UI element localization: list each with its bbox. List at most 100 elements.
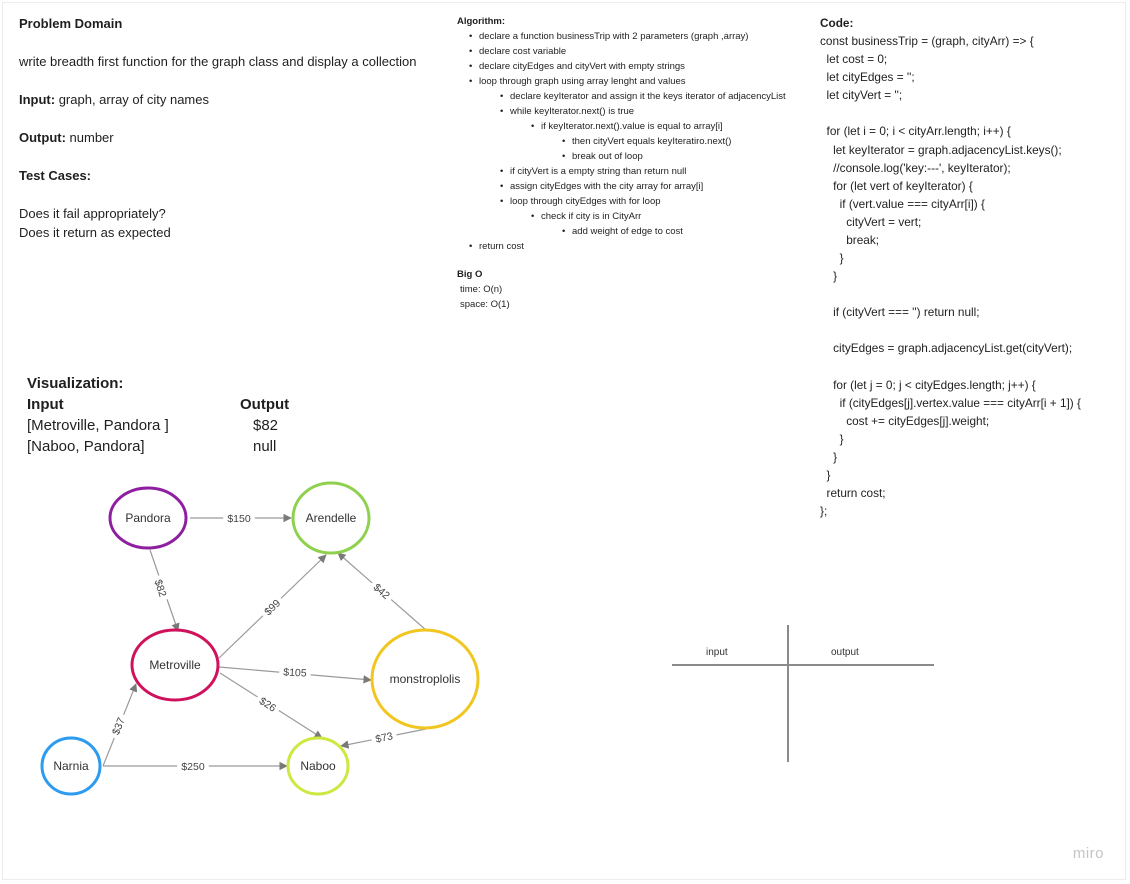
output-line: Output: number: [19, 128, 419, 147]
algorithm-list: declare a function businessTrip with 2 p…: [457, 29, 807, 254]
algorithm-step-text: check if city is in CityArr: [541, 211, 642, 222]
visualization-output: $82: [253, 417, 279, 434]
visualization-header-row: Input Output: [27, 394, 327, 415]
algorithm-step: while keyIterator.next() is true if keyI…: [500, 104, 807, 164]
code-line: }: [820, 467, 831, 482]
algorithm-step: break out of loop: [562, 149, 807, 164]
problem-domain-panel: Problem Domain write breadth first funct…: [19, 14, 419, 242]
code-line: [820, 285, 1120, 303]
visualization-title: Visualization:: [27, 375, 124, 392]
algorithm-step: declare keyIterator and assign it the ke…: [500, 89, 807, 104]
input-header: Input: [27, 396, 64, 413]
visualization-input: [Naboo, Pandora]: [27, 438, 145, 455]
graph-node-label: Metroville: [149, 658, 201, 672]
graph-edge-label-group: $150: [223, 511, 255, 525]
code-line: if (vert.value === cityArr[i]) {: [820, 196, 985, 211]
visualization-panel: Visualization: Input Output [Metroville,…: [27, 373, 327, 457]
graph-edge-label-group: $250: [177, 759, 209, 773]
algorithm-step: return cost: [469, 239, 807, 254]
problem-description: write breadth first function for the gra…: [19, 54, 417, 69]
big-o-time: time: O(n): [460, 284, 503, 295]
graph-node-naboo: [286, 736, 350, 796]
algorithm-step: declare cost variable: [469, 44, 807, 59]
algorithm-sublist: check if city is in CityArr add weight o…: [510, 209, 807, 239]
code-line: //console.log('key:---', keyIterator);: [820, 160, 1011, 175]
visualization-output: null: [253, 438, 277, 455]
output-value: number: [65, 130, 114, 145]
algorithm-step: declare cityEdges and cityVert with empt…: [469, 59, 807, 74]
input-value: graph, array of city names: [55, 92, 209, 107]
graph-node-narnia: [40, 736, 102, 796]
code-line: }: [820, 269, 838, 284]
algorithm-title: Algorithm:: [457, 16, 506, 27]
graph-node-pandora: [108, 486, 188, 550]
algorithm-sublist: if keyIterator.next().value is equal to …: [510, 119, 807, 164]
visualization-input: [Metroville, Pandora ]: [27, 417, 169, 434]
test-case: Does it fail appropriately?: [19, 206, 166, 221]
graph-node-arendelle: [291, 481, 371, 555]
code-line: if (cityVert === '') return null;: [820, 305, 980, 320]
table-output-label: output: [831, 647, 859, 658]
graph-edge-label: $250: [181, 761, 205, 773]
algorithm-sublist: then cityVert equals keyIteratiro.next()…: [541, 134, 807, 164]
code-line: [820, 104, 1120, 122]
graph-edge-label-group: $82: [150, 573, 172, 603]
graph-node-monstroplolis: [370, 628, 480, 730]
code-line: break;: [820, 233, 880, 248]
algorithm-step-text: while keyIterator.next() is true: [510, 106, 635, 117]
problem-domain-title: Problem Domain: [19, 16, 123, 31]
code-line: const businessTrip = (graph, cityArr) =>…: [820, 34, 1034, 49]
code-line: };: [820, 504, 828, 519]
big-o-title: Big O: [457, 269, 483, 280]
algorithm-step: assign cityEdges with the city array for…: [500, 179, 807, 194]
graph-edge-label: $150: [227, 513, 251, 525]
code-line: return cost;: [820, 486, 886, 501]
code-line: cost += cityEdges[j].weight;: [820, 413, 990, 428]
algorithm-step: check if city is in CityArr add weight o…: [531, 209, 807, 239]
code-line: for (let j = 0; j < cityEdges.length; j+…: [820, 377, 1036, 392]
algorithm-step: if cityVert is a empty string than retur…: [500, 164, 807, 179]
code-title: Code:: [820, 16, 854, 30]
code-line: [820, 358, 1120, 376]
algorithm-step: add weight of edge to cost: [562, 224, 807, 239]
input-label: Input:: [19, 92, 56, 107]
algorithm-step-text: if keyIterator.next().value is equal to …: [541, 121, 723, 132]
graph-node-label: monstroplolis: [390, 672, 461, 686]
graph-node-label: Pandora: [125, 511, 171, 525]
algorithm-step: loop through graph using array lenght an…: [469, 74, 807, 239]
graph-node-metroville: [130, 628, 220, 702]
graph-edge-label: $73: [374, 730, 394, 745]
code-line: }: [820, 251, 844, 266]
big-o-space: space: O(1): [460, 299, 510, 310]
test-cases-title: Test Cases:: [19, 168, 92, 183]
output-label: Output:: [19, 130, 66, 145]
code-line: for (let i = 0; i < cityArr.length; i++)…: [820, 124, 1011, 139]
algorithm-step: then cityVert equals keyIteratiro.next(): [562, 134, 807, 149]
graph-edge-label: $105: [283, 666, 307, 679]
code-line: let keyIterator = graph.adjacencyList.ke…: [820, 142, 1062, 157]
input-line: Input: graph, array of city names: [19, 90, 419, 109]
graph-node-label: Naboo: [300, 759, 336, 773]
graph-node-label: Arendelle: [306, 511, 357, 525]
visualization-row: [Metroville, Pandora ] $82: [27, 415, 327, 436]
algorithm-step: if keyIterator.next().value is equal to …: [531, 119, 807, 164]
code-line: }: [820, 449, 838, 464]
graph-edge-label-group: $26: [253, 691, 283, 717]
code-line: let cityVert = '';: [820, 88, 903, 103]
graph-edge-label: $82: [152, 578, 169, 599]
miro-watermark: miro: [1072, 845, 1104, 862]
graph-edge-label-group: $37: [106, 711, 130, 741]
graph-edge-label-group: $73: [370, 727, 398, 747]
graph-edge-label-group: $105: [278, 664, 312, 680]
code-line: let cityEdges = '';: [820, 70, 915, 85]
code-line: if (cityEdges[j].vertex.value === cityAr…: [820, 395, 1081, 410]
algorithm-sublist: declare keyIterator and assign it the ke…: [479, 89, 807, 239]
code-block: const businessTrip = (graph, cityArr) =>…: [820, 32, 1120, 520]
code-line: let cost = 0;: [820, 52, 888, 67]
visualization-row: [Naboo, Pandora] null: [27, 436, 327, 457]
code-line: cityEdges = graph.adjacencyList.get(city…: [820, 341, 1073, 356]
algorithm-sublist: add weight of edge to cost: [541, 224, 807, 239]
